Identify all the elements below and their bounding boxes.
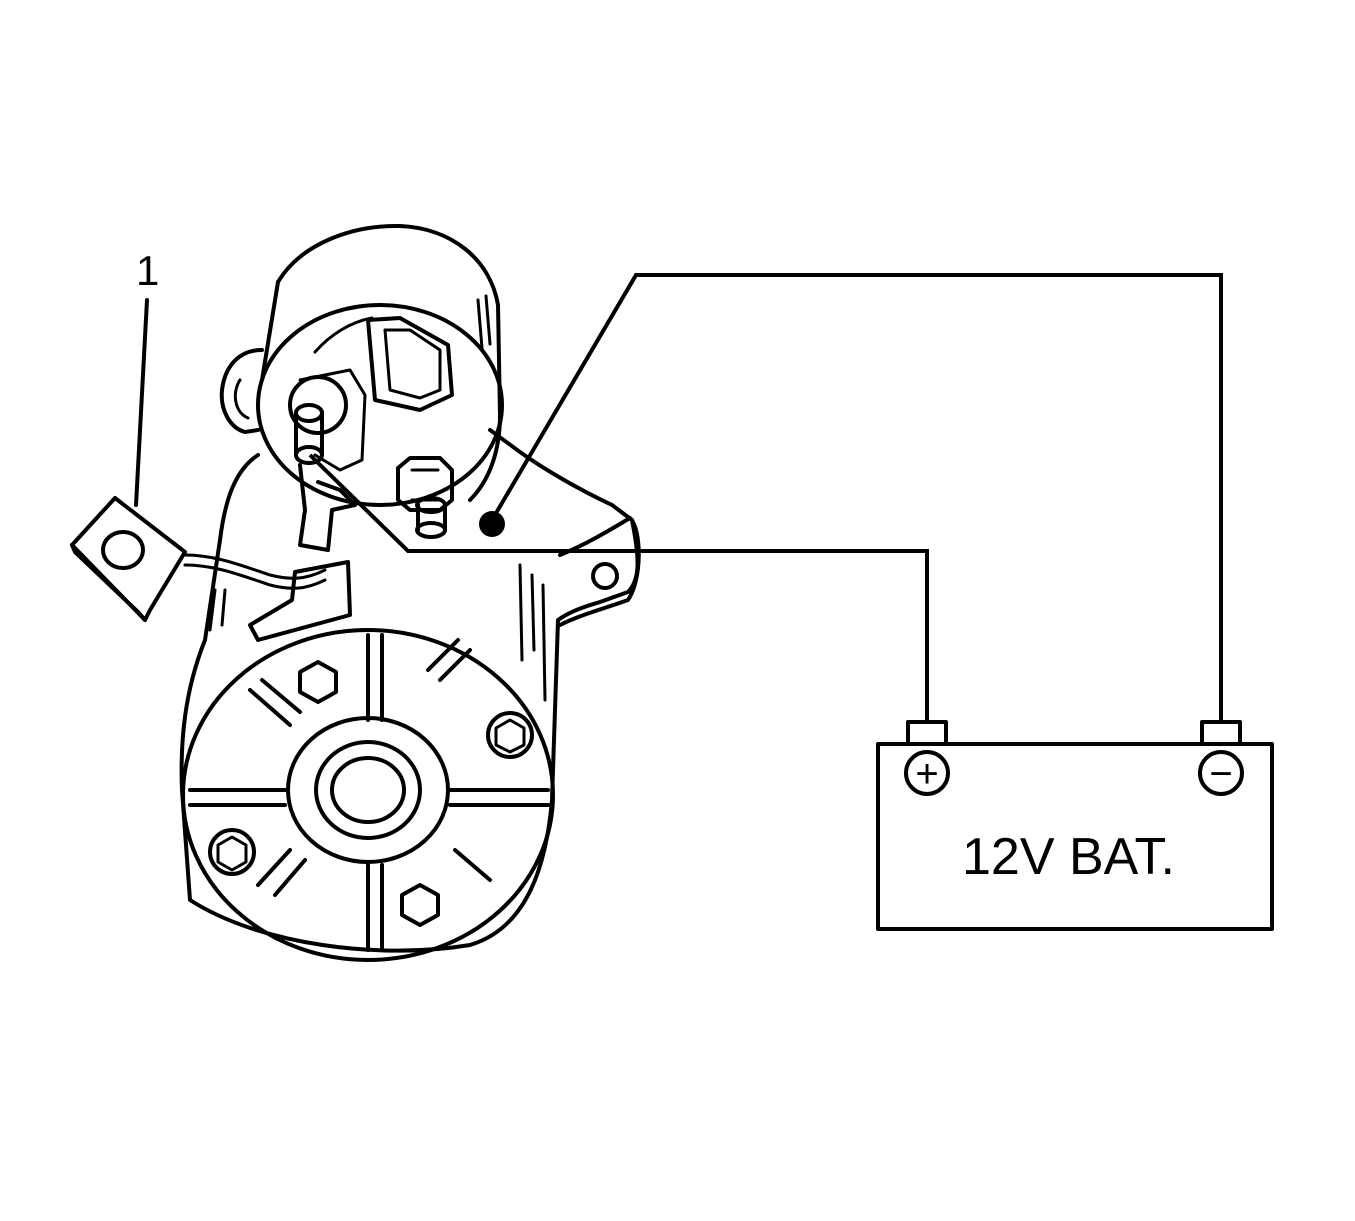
- mounting-ear-hole: [591, 562, 619, 590]
- battery-positive-post: [906, 720, 948, 746]
- negative-symbol: −: [1209, 752, 1232, 796]
- drive-end-housing: [181, 628, 555, 962]
- ground-contact-point: [479, 511, 505, 537]
- housing-bolts: [208, 660, 534, 927]
- rear-bracket: [219, 348, 264, 434]
- m-terminal-stud: [288, 375, 348, 465]
- battery-case: [876, 742, 1274, 931]
- solenoid-end-cap: [256, 303, 504, 507]
- negative-lead-wire: [490, 273, 1223, 722]
- negative-terminal-icon: [1198, 750, 1244, 796]
- test-leads: [308, 273, 1223, 722]
- terminal-connector: [70, 496, 187, 622]
- callout-1-label: 1: [136, 247, 159, 294]
- callout-1-leader: [134, 298, 149, 507]
- harness-clip: [248, 560, 352, 642]
- positive-terminal-icon: [904, 750, 950, 796]
- starter-motor: [179, 223, 641, 962]
- solenoid-body: [276, 223, 502, 502]
- starter-motor-body: [179, 428, 640, 953]
- field-strap: [298, 463, 357, 552]
- positive-lead-wire: [308, 453, 929, 722]
- battery-label: 12V BAT.: [962, 828, 1175, 886]
- b-terminal-stud: [396, 456, 454, 539]
- positive-symbol: +: [915, 752, 938, 796]
- battery-negative-post: [1200, 720, 1242, 746]
- solenoid-s-terminal-housing: [366, 316, 454, 412]
- battery: + − 12V BAT.: [876, 720, 1274, 931]
- callout-1: 1: [134, 247, 159, 507]
- harness-wires: [183, 553, 327, 590]
- mounting-ear: [558, 516, 641, 627]
